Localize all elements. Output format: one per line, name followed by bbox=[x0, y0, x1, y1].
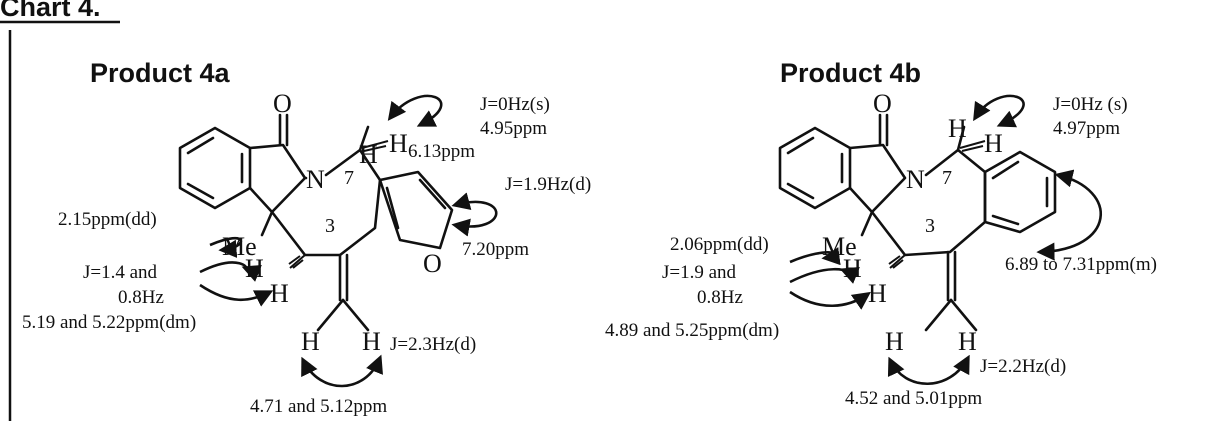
chart-header-label: Chart 4. bbox=[0, 0, 101, 22]
annot-4b-ppm7: 4.97ppm bbox=[1053, 118, 1120, 139]
atom-carbonyl-oxygen: O bbox=[273, 89, 292, 118]
atom-b-vinyl-h1: H bbox=[885, 327, 904, 356]
position-b-7-label: 7 bbox=[942, 167, 952, 189]
annot-4b-j3-line1: J=1.9 and bbox=[662, 262, 737, 283]
annot-4b-ppm-vinyl: 4.52 and 5.01ppm bbox=[845, 388, 982, 409]
atom-b-h3b: H bbox=[868, 279, 887, 308]
annot-4b-me-ppm: 2.06ppm(dd) bbox=[670, 234, 769, 255]
annot-4a-furan-j: J=1.9Hz(d) bbox=[505, 174, 591, 195]
annot-4a-furan-ppm1: 6.13ppm bbox=[408, 141, 475, 162]
product-4b-benzene-ring bbox=[778, 126, 852, 210]
atom-nitrogen: N bbox=[306, 165, 325, 194]
annot-4b-jvinyl: J=2.2Hz(d) bbox=[980, 356, 1066, 377]
atom-b-h3a: H bbox=[843, 254, 862, 283]
annot-4b-j3-line2: 0.8Hz bbox=[697, 287, 743, 308]
arrow-4b-vinyl-coupling bbox=[887, 354, 970, 385]
annot-4a-jvinyl: J=2.3Hz(d) bbox=[390, 334, 476, 355]
atom-b-h7b: H bbox=[984, 129, 1003, 158]
annot-4b-j7: J=0Hz (s) bbox=[1053, 94, 1128, 115]
product-4a-structure: Product 4a O N H H 7 3 bbox=[22, 58, 591, 417]
atom-vinyl-h2: H bbox=[362, 327, 381, 356]
product-4b-title: Product 4b bbox=[780, 58, 921, 88]
arrow-4a-h3a bbox=[199, 261, 262, 282]
annot-4a-ppm7: 4.95ppm bbox=[480, 118, 547, 139]
position-3-label: 3 bbox=[325, 215, 335, 237]
annot-4a-j7: J=0Hz(s) bbox=[480, 94, 550, 115]
atom-h3a: H bbox=[245, 254, 264, 283]
product-4a-furan-ring bbox=[378, 170, 454, 250]
atom-vinyl-h1: H bbox=[301, 327, 320, 356]
arrow-4b-h3a bbox=[789, 266, 860, 284]
annot-4b-aromatic-ppm: 6.89 to 7.31ppm(m) bbox=[1005, 254, 1157, 275]
atom-b-vinyl-h2: H bbox=[958, 327, 977, 356]
atom-b-h7a: H bbox=[948, 114, 967, 143]
arrow-4a-h3b bbox=[199, 283, 274, 307]
product-4a-benzene-ring bbox=[178, 126, 252, 210]
product-4b-lactam-ring bbox=[848, 143, 907, 214]
atom-furan-oxygen: O bbox=[423, 249, 442, 278]
position-b-3-label: 3 bbox=[925, 215, 935, 237]
product-4b-fused-benzene bbox=[983, 150, 1057, 234]
annot-4a-ppm3: 5.19 and 5.22ppm(dm) bbox=[22, 312, 196, 333]
atom-b-nitrogen: N bbox=[906, 165, 925, 194]
product-4a-lactam-ring bbox=[248, 143, 307, 214]
atom-h7b: H bbox=[389, 129, 408, 158]
product-4b-azepine-ring bbox=[870, 148, 987, 257]
product-4a-title: Product 4a bbox=[90, 58, 231, 88]
annot-4a-ppm-vinyl: 4.71 and 5.12ppm bbox=[250, 396, 387, 417]
annot-4a-furan-ppm2: 7.20ppm bbox=[462, 239, 529, 260]
atom-h3b: H bbox=[270, 279, 289, 308]
atom-h7a: H bbox=[359, 140, 378, 169]
annot-4b-ppm3: 4.89 and 5.25ppm(dm) bbox=[605, 320, 779, 341]
arrow-4a-h7-coupling bbox=[387, 94, 443, 127]
atom-b-carbonyl-oxygen: O bbox=[873, 89, 892, 118]
arrow-4b-h7-coupling bbox=[973, 94, 1025, 128]
annot-4a-j3-line1: J=1.4 and bbox=[83, 262, 158, 283]
product-4b-structure: Product 4b O N H H 7 3 Me H H bbox=[605, 58, 1157, 409]
annot-4a-j3-line2: 0.8Hz bbox=[118, 287, 164, 308]
annot-4a-me-ppm: 2.15ppm(dd) bbox=[58, 209, 157, 230]
position-7-label: 7 bbox=[344, 167, 354, 189]
arrow-4b-h3b bbox=[789, 290, 871, 310]
arrow-4a-me-coupling bbox=[209, 236, 243, 258]
arrow-4a-furan-coupling bbox=[451, 192, 498, 237]
arrow-4a-vinyl-coupling bbox=[301, 354, 383, 388]
arrow-4b-me-coupling bbox=[789, 247, 841, 266]
arrow-4b-aromatic bbox=[1036, 169, 1103, 261]
